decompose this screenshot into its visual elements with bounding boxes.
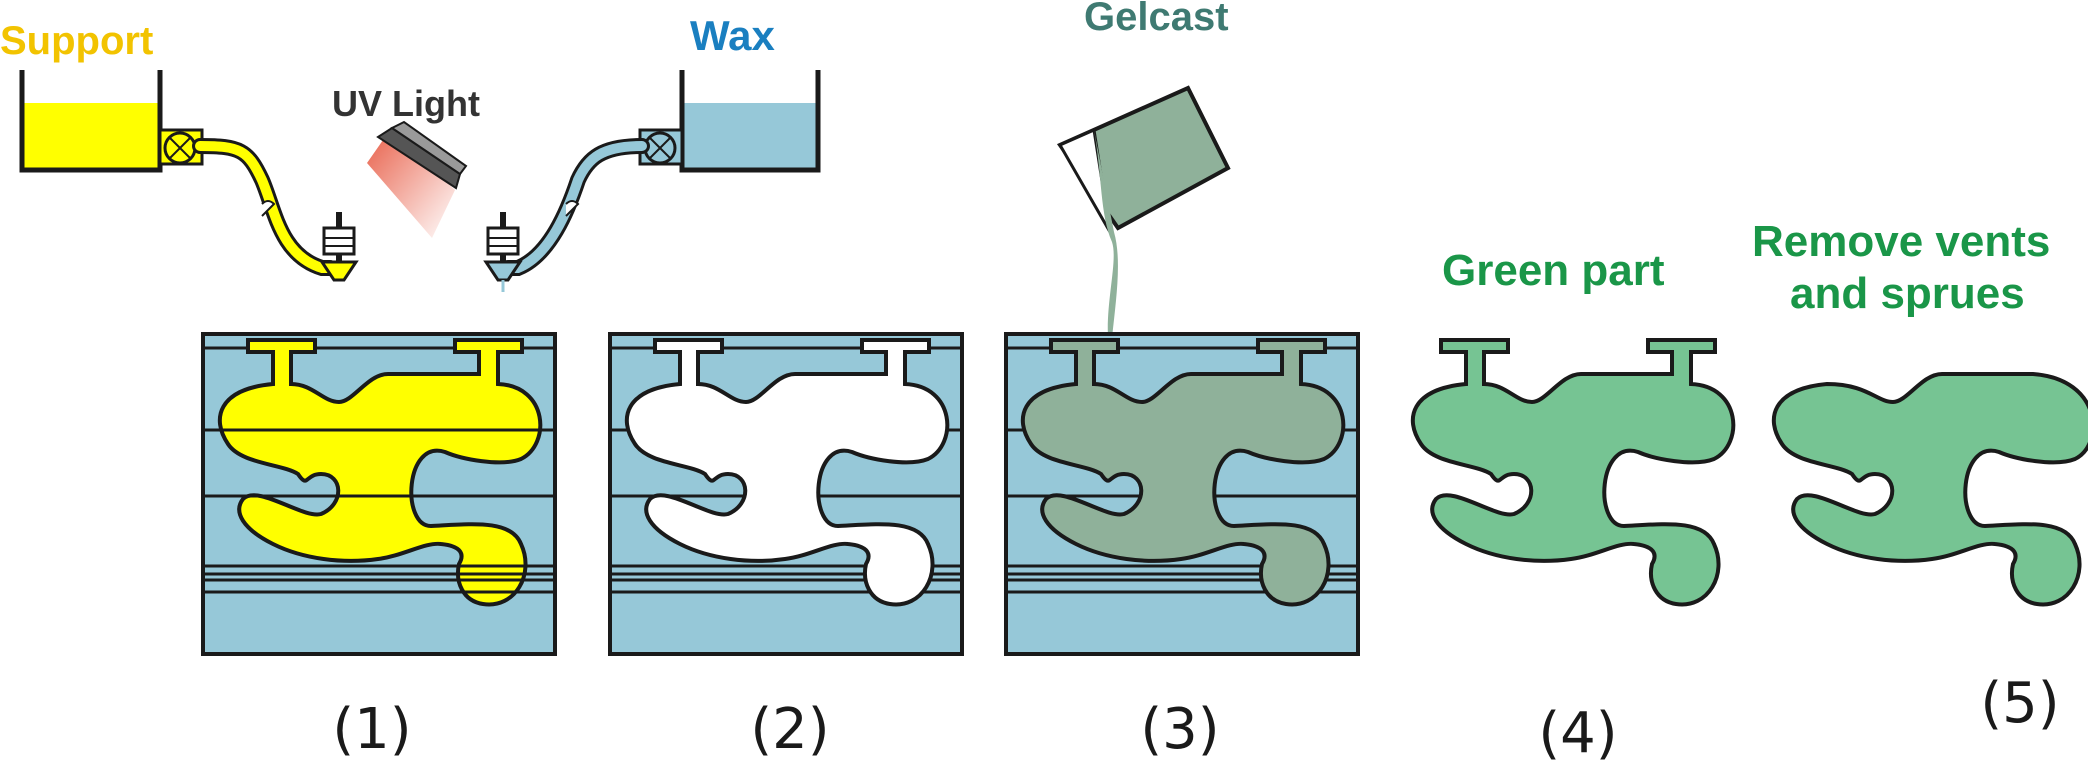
wax-tank-icon (638, 70, 821, 173)
mold-step-1 (201, 332, 557, 656)
step-label-4: (4) (1538, 701, 1617, 766)
green-part-step-4 (1410, 338, 1736, 607)
uv-light-label: UV Light (332, 83, 480, 124)
final-part-step-5 (1771, 372, 2088, 607)
print-nozzle-icon (319, 212, 359, 282)
uv-lamp-icon (367, 120, 468, 238)
wax-nozzle-icon (483, 212, 523, 292)
green-part-label: Green part (1442, 246, 1665, 295)
and-sprues-label: and sprues (1790, 269, 2025, 318)
gelcast-label: Gelcast (1084, 0, 1229, 39)
support-label: Support (0, 19, 153, 63)
step-label-3: (3) (1140, 697, 1219, 762)
step-label-5: (5) (1980, 671, 2059, 736)
remove-vents-label: Remove vents (1752, 217, 2050, 266)
mold-step-2 (608, 332, 964, 656)
support-tank-icon (19, 70, 163, 173)
step-label-2: (2) (750, 697, 829, 762)
mold-step-3 (1004, 332, 1360, 656)
pouring-cup-icon (1056, 85, 1231, 338)
wax-label: Wax (690, 12, 775, 59)
step-label-1: (1) (332, 697, 411, 762)
